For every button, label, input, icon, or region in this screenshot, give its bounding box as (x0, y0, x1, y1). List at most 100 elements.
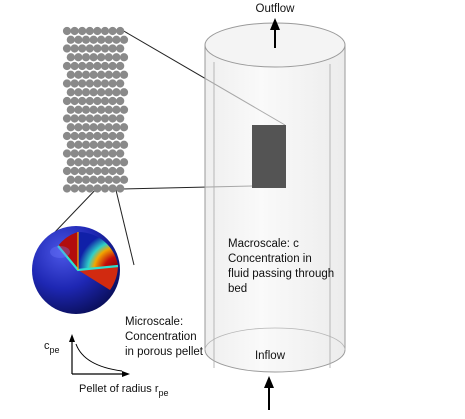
pellet-circle (104, 175, 113, 184)
pellet-circle (116, 26, 125, 36)
pellet-circle (116, 184, 125, 193)
pellet-circle (89, 158, 98, 167)
pellet-circle (74, 175, 83, 184)
pellet-circle (104, 158, 113, 167)
pellet-circle (85, 184, 94, 193)
zoom-line-sphere-left (54, 185, 100, 233)
plot-y-label-sub: pe (50, 345, 60, 355)
pellet-circle (78, 166, 87, 176)
pellet-circle (112, 105, 121, 114)
pellet-circle (104, 53, 113, 62)
macroscale-line-3: fluid passing through (228, 268, 334, 280)
pellet-circle (70, 44, 79, 53)
pellet-circle (70, 131, 79, 141)
pellet-circle (89, 70, 98, 79)
plot-x-label-sub: pe (158, 388, 168, 398)
pellet-circle (74, 70, 83, 79)
pellet-circle (81, 70, 91, 79)
pellet-circle (89, 123, 98, 132)
pellet-circle (119, 175, 129, 184)
pellet-circle (62, 184, 72, 193)
pellet-circle (62, 114, 72, 123)
outflow-label: Outflow (256, 3, 296, 15)
pellet-circle (100, 79, 110, 88)
pellet-circle (66, 88, 75, 97)
pellet-circle (70, 114, 79, 123)
pellet-circle (119, 53, 129, 62)
pellet-circle (119, 140, 129, 149)
pellet-circle (100, 96, 110, 106)
pellet-circle (97, 53, 106, 62)
pellet-circle (70, 79, 79, 88)
pellet-circle (108, 131, 117, 141)
plot-concentration-curve (75, 343, 123, 372)
plot-y-label-base: c (44, 340, 50, 352)
pellet-circle (93, 149, 102, 158)
pellet-packing (62, 26, 129, 193)
pellet-circle (62, 26, 72, 36)
pellet-circle (81, 175, 91, 184)
pellet-circle (85, 44, 94, 53)
pellet-circle (66, 53, 75, 62)
pellet-circle (104, 70, 113, 79)
pellet-circle (119, 158, 129, 167)
pellet-circle (74, 158, 83, 167)
pellet-circle (97, 105, 106, 114)
pellet-circle (93, 26, 102, 36)
pellet-circle (74, 105, 83, 114)
pellet-circle (74, 123, 83, 132)
pellet-circle (108, 79, 117, 88)
pellet-circle (66, 70, 75, 79)
pellet-circle (104, 105, 113, 114)
pellet-circle (108, 26, 117, 36)
pellet-circle (93, 61, 102, 71)
pellet-circle (70, 61, 79, 71)
pellet-circle (112, 70, 121, 79)
pellet-circle (112, 88, 121, 97)
macroscale-line-4: bed (228, 283, 247, 295)
pellet-circle (66, 123, 75, 132)
pellet-circle (85, 96, 94, 106)
pellet-circle (119, 105, 129, 114)
plot-x-arrowhead (122, 371, 130, 377)
pellet-circle (78, 149, 87, 158)
inflow-label: Inflow (255, 350, 286, 362)
sphere-highlight (50, 246, 70, 258)
pellet-circle (116, 44, 125, 53)
pellet-circle (93, 184, 102, 193)
pellet-circle (93, 131, 102, 141)
pellet-circle (97, 140, 106, 149)
microscale-line-3: in porous pellet (125, 346, 204, 358)
macroscale-line-2: Concentration in (228, 253, 312, 265)
plot-y-label: cpe (44, 340, 60, 355)
pellet-circle (78, 79, 87, 88)
pellet-circle (89, 140, 98, 149)
pellet-circle (100, 44, 110, 53)
pellet-circle (100, 166, 110, 176)
inflow-arrow (264, 376, 274, 410)
pellet-profile-plot: cpe Pellet of radius rpe (44, 334, 169, 398)
pellet-circle (66, 175, 75, 184)
packed-bed-cylinder (204, 22, 346, 373)
pellet-circle (74, 140, 83, 149)
pellet-circle (119, 88, 129, 97)
plot-y-arrowhead (69, 334, 75, 342)
pellet-sphere (32, 226, 120, 314)
pellet-circle (104, 140, 113, 149)
pellet-circle (78, 44, 87, 53)
plot-x-label-base: Pellet of radius r (79, 383, 159, 395)
bed-region-block (252, 125, 286, 188)
plot-x-label: Pellet of radius rpe (79, 383, 169, 398)
pellet-circle (116, 131, 125, 141)
pellet-circle (112, 123, 121, 132)
pellet-circle (97, 35, 106, 44)
pellet-circle (89, 35, 98, 44)
pellet-circle (97, 123, 106, 132)
pellet-circle (85, 79, 94, 88)
pellet-circle (62, 166, 72, 176)
pellet-circle (81, 123, 91, 132)
pellet-circle (108, 166, 117, 176)
pellet-circle (66, 158, 75, 167)
pellet-circle (93, 44, 102, 53)
